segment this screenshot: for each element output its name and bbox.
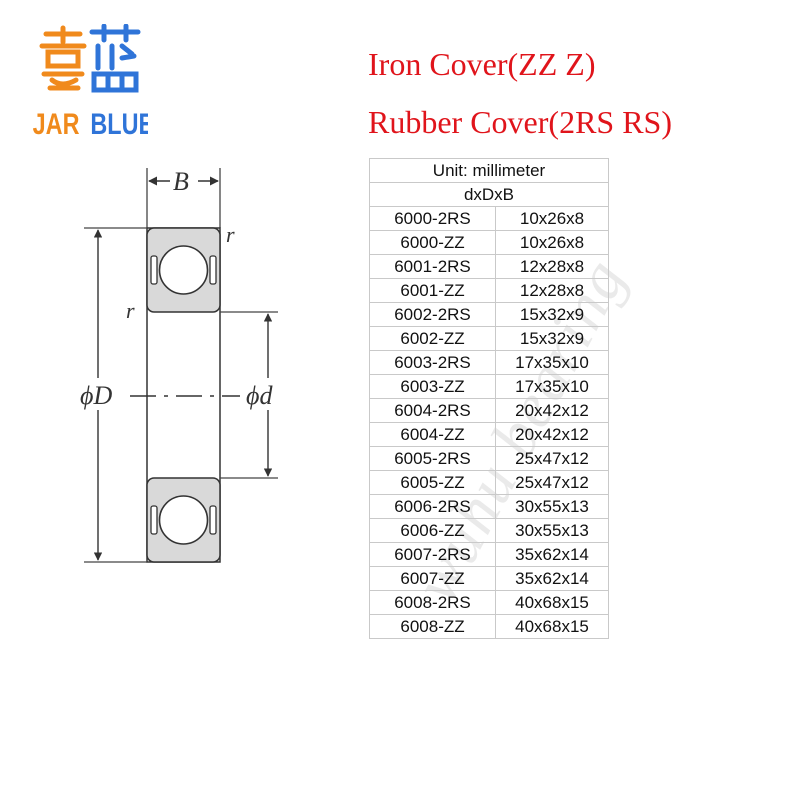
format-header: dxDxB	[369, 182, 609, 207]
logo-text-jar: JAR	[33, 107, 80, 140]
model-cell: 6007-ZZ	[369, 566, 496, 591]
unit-header: Unit: millimeter	[369, 158, 609, 183]
brand-logo: JAR BLUE	[28, 24, 148, 144]
table-header-row: dxDxB	[369, 182, 609, 207]
model-cell: 6005-ZZ	[369, 470, 496, 495]
model-cell: 6004-ZZ	[369, 422, 496, 447]
dimensions-cell: 17x35x10	[495, 374, 609, 399]
dimensions-cell: 20x42x12	[495, 398, 609, 423]
dimensions-cell: 30x55x13	[495, 494, 609, 519]
dimensions-cell: 10x26x8	[495, 230, 609, 255]
logo-glyph-left	[39, 25, 87, 91]
model-cell: 6003-2RS	[369, 350, 496, 375]
label-phi-d-bore: ϕd	[246, 381, 273, 410]
dimensions-cell: 15x32x9	[495, 302, 609, 327]
ball-bottom	[158, 495, 209, 545]
model-cell: 6008-ZZ	[369, 614, 496, 639]
dimensions-cell: 17x35x10	[495, 350, 609, 375]
label-r-left: r	[126, 298, 135, 323]
model-cell: 6001-2RS	[369, 254, 496, 279]
model-cell: 6007-2RS	[369, 542, 496, 567]
dimensions-cell: 12x28x8	[495, 278, 609, 303]
dimensions-cell: 35x62x14	[495, 542, 609, 567]
model-cell: 6002-2RS	[369, 302, 496, 327]
logo-glyph-right	[89, 24, 141, 93]
seal-right-bottom	[209, 505, 217, 535]
model-cell: 6005-2RS	[369, 446, 496, 471]
label-b: B	[173, 167, 189, 196]
model-cell: 6006-2RS	[369, 494, 496, 519]
model-cell: 6000-ZZ	[369, 230, 496, 255]
label-r-top: r	[226, 222, 235, 247]
model-cell: 6006-ZZ	[369, 518, 496, 543]
rubber-cover-title: Rubber Cover(2RS RS)	[368, 104, 672, 140]
dimensions-cell: 10x26x8	[495, 206, 609, 231]
label-phi-d-outer: ϕD	[80, 381, 112, 410]
dimensions-cell: 30x55x13	[495, 518, 609, 543]
dimensions-cell: 40x68x15	[495, 590, 609, 615]
ball-top	[158, 245, 209, 295]
dimensions-cell: 40x68x15	[495, 614, 609, 639]
dimensions-cell: 15x32x9	[495, 326, 609, 351]
logo-text-blue: BLUE	[90, 107, 148, 140]
iron-cover-title: Iron Cover(ZZ Z)	[368, 46, 596, 82]
model-cell: 6003-ZZ	[369, 374, 496, 399]
model-cell: 6004-2RS	[369, 398, 496, 423]
model-cell: 6008-2RS	[369, 590, 496, 615]
seal-left-top	[150, 255, 158, 285]
model-cell: 6002-ZZ	[369, 326, 496, 351]
table-header-row: Unit: millimeter	[369, 158, 609, 183]
model-cell: 6000-2RS	[369, 206, 496, 231]
dimensions-cell: 12x28x8	[495, 254, 609, 279]
seal-left-bottom	[150, 505, 158, 535]
dimensions-cell: 25x47x12	[495, 470, 609, 495]
dimensions-cell: 35x62x14	[495, 566, 609, 591]
dimensions-cell: 20x42x12	[495, 422, 609, 447]
seal-right-top	[209, 255, 217, 285]
bearing-cross-section-diagram: B r r ϕD ϕD ϕd	[40, 160, 360, 580]
dimensions-cell: 25x47x12	[495, 446, 609, 471]
model-cell: 6001-ZZ	[369, 278, 496, 303]
